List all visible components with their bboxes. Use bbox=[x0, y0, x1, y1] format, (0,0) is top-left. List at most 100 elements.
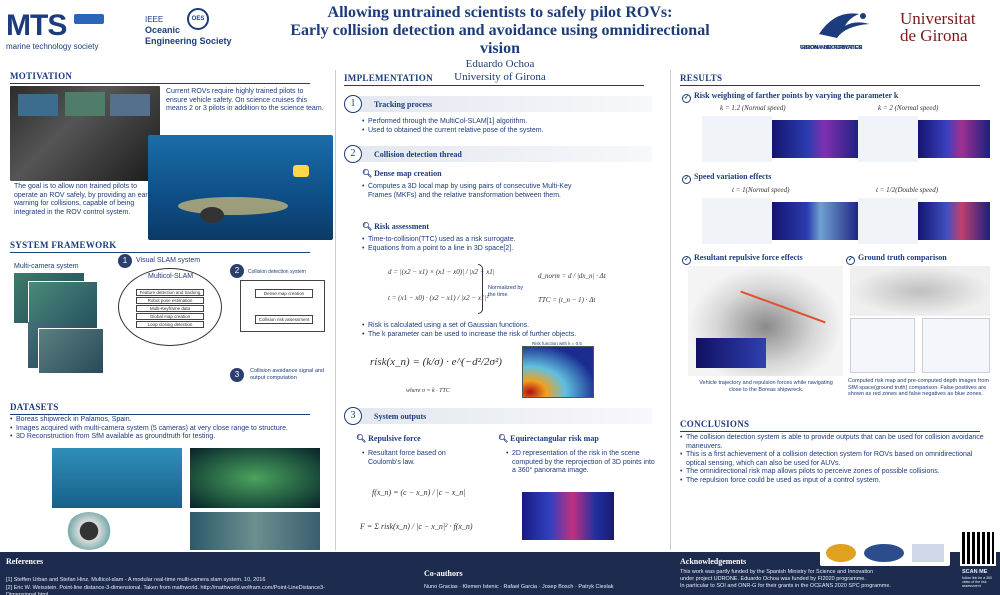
gt-plot-2 bbox=[922, 318, 990, 373]
qr-code[interactable] bbox=[960, 530, 996, 566]
mts-logo: MTS marine technology society bbox=[6, 9, 106, 54]
slam-item: Multi-Keyframe data bbox=[136, 305, 204, 312]
girona-underwater-logo: GIRONA UNDERWATER VISION AND ROBOTICS bbox=[800, 8, 890, 58]
oes-badge: OES bbox=[187, 8, 209, 30]
equation-brace bbox=[478, 264, 483, 314]
step-badge-3: 3 bbox=[230, 368, 244, 382]
check-icon: ✓ bbox=[846, 256, 855, 265]
equation-sigma: where σ = k · TTC bbox=[406, 388, 450, 394]
k2-label: k = 2 (Normal speed) bbox=[878, 104, 939, 112]
collision-detection-label: Collision detection system bbox=[248, 269, 306, 275]
rov-diagram-image bbox=[148, 135, 333, 240]
check-icon: ✓ bbox=[682, 94, 691, 103]
datasets-heading: DATASETS bbox=[10, 402, 308, 415]
reference-2: [2] Eric W. Weisstein. Point-line distan… bbox=[6, 585, 325, 595]
scan-subtitle: follow link for a 360 video of the risk … bbox=[962, 576, 992, 588]
reference-1: [1] Steffen Urban and Stefan Hinz. Multi… bbox=[6, 577, 266, 583]
ieee-oes-logo: OES IEEE Oceanic Engineering Society bbox=[145, 8, 245, 58]
title-block: Allowing untrained scientists to safely … bbox=[270, 4, 730, 84]
step-number-3: 3 bbox=[344, 407, 362, 425]
system-outputs-heading: System outputs bbox=[374, 412, 427, 421]
oes-text-1: Oceanic bbox=[145, 25, 181, 35]
risk-plot-k2 bbox=[858, 116, 918, 162]
girona-uw-text-2: VISION AND ROBOTICS bbox=[800, 45, 863, 51]
poster-title-line1: Allowing untrained scientists to safely … bbox=[327, 4, 673, 21]
visual-slam-label: Visual SLAM system bbox=[136, 257, 201, 264]
camera-rig-photo bbox=[66, 512, 112, 550]
slam-item: Feature detection and tracking bbox=[136, 289, 204, 296]
mts-logo-text: MTS bbox=[6, 9, 67, 42]
risk-heading: 🔍︎ Risk assessment bbox=[362, 222, 429, 231]
check-icon: ✓ bbox=[682, 175, 691, 184]
equirect-heading: 🔍︎ Equirectangular risk map bbox=[498, 434, 599, 443]
list-item: The collision detection system is able t… bbox=[680, 434, 990, 451]
check-icon: ✓ bbox=[682, 256, 691, 265]
motivation-heading: MOTIVATION bbox=[10, 71, 311, 84]
udg-text-1: Universitat bbox=[900, 9, 976, 28]
list-item: Boreas shipwreck in Palamos, Spain. bbox=[10, 416, 330, 425]
panorama-image bbox=[190, 512, 320, 550]
list-item: Equations from a point to a line in 3D s… bbox=[362, 245, 662, 254]
camera-image-stack bbox=[28, 322, 104, 374]
list-item: Risk is calculated using a set of Gaussi… bbox=[362, 322, 662, 331]
author-affiliation: University of Girona bbox=[454, 71, 546, 83]
equation-distance: d = |(x2 − x1) × (x1 − x0)| / |x2 − x1| bbox=[388, 268, 495, 276]
mts-logo-bar bbox=[74, 14, 104, 24]
result-1-label: Risk weighting of farther points by vary… bbox=[694, 91, 899, 100]
result-2-heading: ✓Speed variation effects bbox=[682, 172, 771, 184]
list-item: Performed through the MultiCol-SLAM[1] a… bbox=[362, 118, 662, 127]
oes-text-2: Engineering Society bbox=[145, 36, 232, 46]
result-3-heading: ✓Resultant repulsive force effects bbox=[682, 253, 803, 265]
result-4-label: Ground truth comparison bbox=[858, 253, 947, 262]
list-item: 3D Reconstruction from SfM available as … bbox=[10, 433, 330, 442]
slam-item: Global map creation bbox=[136, 313, 204, 320]
risk-list: Time-to-collision(TTC) used as a risk su… bbox=[362, 236, 662, 253]
multicam-label: Multi-camera system bbox=[14, 263, 79, 270]
dense-map-heading: 🔍︎ Dense map creation bbox=[362, 169, 442, 178]
caption-ground-truth: Computed risk map and pre-computed depth… bbox=[848, 378, 989, 397]
gt-plot-1 bbox=[850, 318, 915, 373]
girona-uw-text-1: GIRONA UNDERWATER bbox=[800, 45, 863, 51]
list-item: Resultant force based on Coulomb's law. bbox=[362, 450, 462, 467]
wave-icon bbox=[819, 13, 869, 38]
acknowledgement-3: In particular to SOI and ONR-G for their… bbox=[680, 583, 891, 589]
risk-plot-k1 bbox=[702, 116, 772, 162]
collision-band bbox=[352, 146, 652, 162]
result-3-label: Resultant repulsive force effects bbox=[694, 253, 803, 262]
equation-time: t = (x1 − x0) · (x2 − x1) / |x2 − x1|² bbox=[388, 294, 489, 302]
dense-map-label: Dense map creation bbox=[374, 169, 442, 178]
step-number-2: 2 bbox=[344, 145, 362, 163]
control-room-photo bbox=[10, 86, 160, 181]
coauthors-heading: Co-authors bbox=[424, 569, 463, 578]
risk-label: Risk assessment bbox=[374, 222, 430, 231]
datasets-list: Boreas shipwreck in Palamos, Spain.Image… bbox=[10, 416, 330, 442]
collision-thread-heading: Collision detection thread bbox=[374, 150, 462, 159]
slam-item: Robot pose estimation bbox=[136, 297, 204, 304]
slam-item: Loop closing detection bbox=[136, 321, 204, 328]
diver-photo bbox=[52, 448, 182, 508]
repulsive-label: Repulsive force bbox=[368, 434, 421, 443]
collision-box bbox=[240, 280, 325, 332]
repulsive-list: Resultant force based on Coulomb's law. bbox=[362, 450, 462, 467]
motivation-text-2: The goal is to allow non trained pilots … bbox=[14, 183, 153, 216]
results-heading: RESULTS bbox=[680, 73, 983, 86]
list-item: Time-to-collision(TTC) used as a risk su… bbox=[362, 236, 662, 245]
udg-logo: Universitat de Girona bbox=[900, 10, 998, 44]
ground-truth-cloud bbox=[850, 266, 990, 316]
ieee-text: IEEE bbox=[145, 15, 164, 24]
caption-trajectory: Vehicle trajectory and repulsion forces … bbox=[699, 380, 833, 393]
sfm-reconstruction-image bbox=[190, 448, 320, 508]
multicol-slam-label: Multicol-SLAM bbox=[148, 273, 194, 280]
system-framework-heading: SYSTEM FRAMEWORK bbox=[10, 240, 309, 253]
udg-text-2: de Girona bbox=[900, 26, 968, 45]
slam-ellipse bbox=[118, 268, 222, 346]
mts-logo-subtitle: marine technology society bbox=[6, 42, 99, 51]
list-item: The omnidirectional risk map allows pilo… bbox=[680, 468, 990, 477]
result-2-label: Speed variation effects bbox=[694, 172, 772, 181]
speed-plot-2 bbox=[858, 198, 918, 244]
equirect-label: Equirectangular risk map bbox=[510, 434, 599, 443]
t1-label: t = 1(Normal speed) bbox=[732, 186, 790, 194]
result-1-heading: ✓Risk weighting of farther points by var… bbox=[682, 91, 898, 103]
equation-resultant-force: F = Σ risk(x_n) / |c − x_n|² · f(x_n) bbox=[360, 522, 473, 531]
column-divider bbox=[670, 70, 671, 550]
